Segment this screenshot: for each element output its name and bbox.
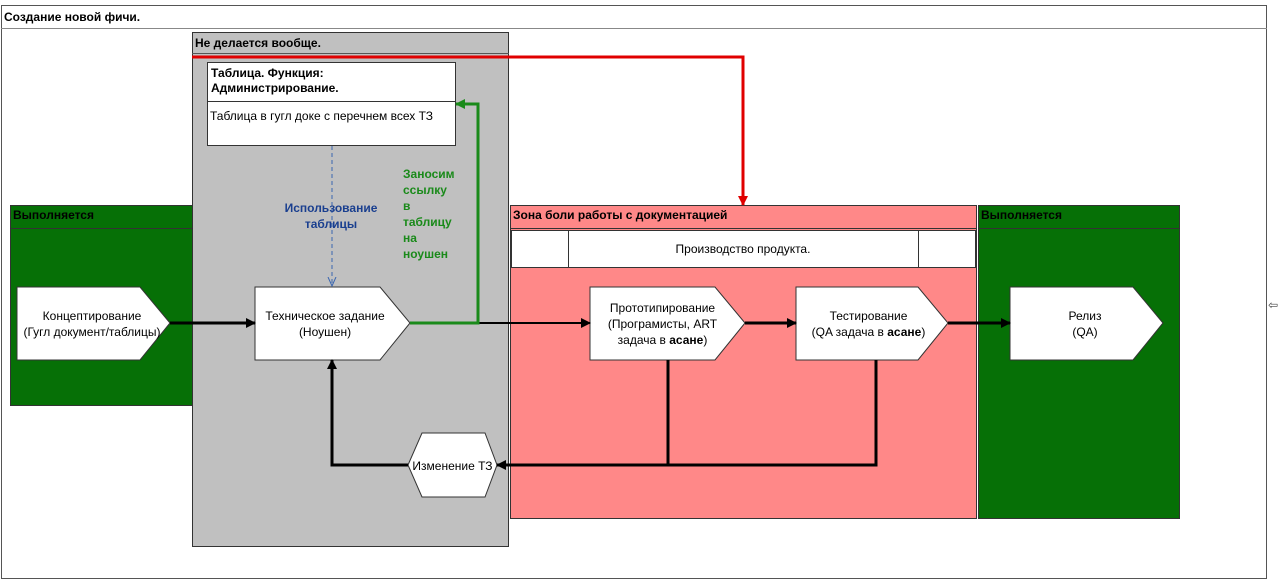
- product-row-separator: [568, 230, 569, 268]
- node-test-line: (QA задача в асане): [796, 324, 941, 340]
- annotation-line: таблицу: [403, 215, 452, 229]
- title-divider: [1, 28, 1267, 29]
- node-proto-asana: асане: [669, 333, 704, 347]
- annotation-line: Использование: [284, 201, 378, 215]
- node-tz-label: Техническое задание (Ноушен): [255, 308, 395, 340]
- lane-not-done-title: Не делается вообще.: [195, 36, 321, 50]
- node-test-text: (QA задача в: [811, 325, 888, 339]
- diagram-title: Создание новой фичи.: [4, 10, 141, 24]
- annotation-line: таблицы: [304, 217, 358, 231]
- arrow-test-feedback: [496, 360, 878, 470]
- node-concept-shape[interactable]: [16, 286, 171, 361]
- node-release-shape[interactable]: [1009, 286, 1164, 361]
- annotation-line: в: [403, 199, 411, 213]
- product-row-label: Производство продукта.: [675, 242, 811, 256]
- node-tz-line: (Ноушен): [298, 325, 352, 339]
- node-test-text: ): [921, 325, 926, 339]
- node-concept-label: Концептирование (Гугл документ/таблицы): [17, 308, 167, 340]
- annotation-line: ноушен: [403, 247, 449, 261]
- table-box-divider: [207, 101, 456, 102]
- annotation-table-usage: Использование таблицы: [272, 200, 390, 232]
- annotation-link-to-notion: Заносим ссылку в таблицу на ноушен: [403, 166, 473, 262]
- node-proto-line: задача в асане): [590, 332, 735, 348]
- node-proto-text: ): [703, 333, 708, 347]
- node-test-label: Тестирование (QA задача в асане): [796, 308, 941, 340]
- table-box-title: Таблица. Функция: Администрирование.: [211, 66, 451, 96]
- lane-done-left-title: Выполняется: [10, 205, 193, 229]
- product-row: [511, 230, 976, 268]
- node-test-line: Тестирование: [829, 309, 908, 323]
- table-box[interactable]: [207, 62, 456, 146]
- node-concept-line: Концептирование: [42, 309, 142, 323]
- arrow-skip-to-pain-zone: [192, 55, 748, 206]
- node-concept-line: (Гугл документ/таблицы): [23, 325, 161, 339]
- scroll-left-arrow-icon[interactable]: ⇦: [1268, 298, 1279, 312]
- node-change-label: Изменение ТЗ: [412, 459, 493, 473]
- lane-pain-zone-title: Зона боли работы с документацией: [510, 205, 977, 229]
- table-box-title-line: Таблица. Функция:: [211, 66, 324, 80]
- node-test-asana: асане: [887, 325, 922, 339]
- node-release-label: Релиз (QA): [1010, 308, 1160, 340]
- table-box-title-line: Администрирование.: [211, 81, 339, 95]
- node-proto-shape[interactable]: [589, 286, 746, 361]
- node-proto-line: (Програмисты, ART: [607, 317, 718, 331]
- annotation-line: ссылку: [403, 183, 447, 197]
- annotation-line: на: [403, 231, 417, 245]
- node-proto-text: задача в: [617, 333, 670, 347]
- arrow-tz-table: [410, 99, 480, 325]
- node-test-shape[interactable]: [795, 286, 949, 361]
- node-tz-shape[interactable]: [254, 286, 411, 361]
- node-tz-line: Техническое задание: [265, 309, 385, 323]
- product-row-separator: [918, 230, 919, 268]
- annotation-line: Заносим: [403, 167, 455, 181]
- node-release-line: Релиз: [1068, 309, 1102, 323]
- arrow-change-tz: [327, 359, 408, 467]
- table-box-body: Таблица в гугл доке с перечнем всех ТЗ: [210, 109, 434, 123]
- lane-done-right: [978, 205, 1180, 519]
- node-release-line: (QA): [1072, 325, 1098, 339]
- lane-not-done-divider: [192, 53, 509, 54]
- lane-done-right-title: Выполняется: [978, 205, 1180, 229]
- node-proto-line: Прототипирование: [609, 301, 716, 315]
- node-proto-label: Прототипирование (Програмисты, ART задач…: [590, 300, 735, 348]
